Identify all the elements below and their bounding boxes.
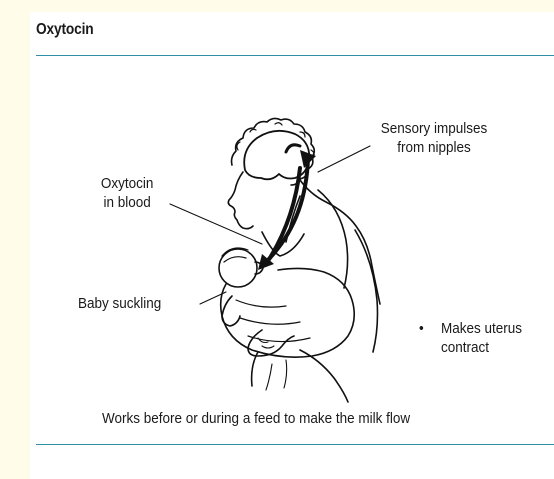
- label-baby-suckling: Baby suckling: [78, 294, 161, 313]
- face-profile: [228, 172, 253, 229]
- baby-blanket: [221, 268, 355, 357]
- label-oxytocin-in-blood: Oxytocin in blood: [92, 174, 162, 212]
- baby-head: [219, 249, 257, 287]
- oxytocin-leader-line: [170, 204, 262, 244]
- bottom-divider: [36, 444, 554, 445]
- mother-hand-right: [248, 330, 294, 356]
- bullet-marker: •: [419, 319, 424, 338]
- caption: Works before or during a feed to make th…: [102, 409, 410, 428]
- label-sensory-impulses: Sensory impulses from nipples: [380, 119, 488, 157]
- sensory-leader-line: [318, 146, 370, 172]
- baby-leader-line: [200, 292, 226, 304]
- label-makes-uterus-contract: Makes uterus contract: [441, 319, 522, 357]
